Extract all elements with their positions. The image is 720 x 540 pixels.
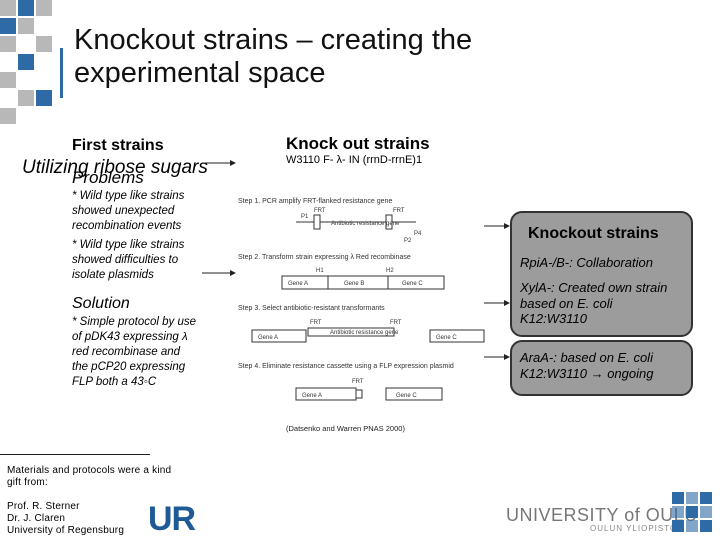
gene-c-label: Gene C: [396, 393, 417, 399]
university-sub-text: OULUN YLIOPISTO: [590, 524, 678, 533]
p2-label: P2: [404, 238, 412, 244]
contributors: Prof. R. Sterner Dr. J. Claren Universit…: [7, 501, 125, 536]
p1-label: P1: [301, 214, 309, 220]
utilizing-label: Utilizing ribose sugars: [22, 157, 208, 178]
araa-box: AraA-: based on E. coli K12:W3110 → ongo…: [510, 340, 693, 396]
footer-divider: [0, 454, 150, 455]
oulu-emblem-icon: [672, 492, 712, 532]
frt-label: FRT: [393, 208, 405, 214]
h2-label: H2: [386, 268, 394, 274]
xyla-text: XylA-: Created own strain based on E. co…: [520, 280, 668, 326]
box-title: Knockout strains: [528, 225, 659, 242]
citation: (Datsenko and Warren PNAS 2000): [286, 424, 405, 433]
page-title: Knockout strains – creating the experime…: [74, 24, 473, 89]
acknowledgement: Materials and protocols were a kind gift…: [7, 465, 172, 488]
rpia-text: RpiA-/B-: Collaboration: [520, 255, 653, 270]
gene-c-label: Gene C: [436, 335, 457, 341]
frt-label: FRT: [390, 320, 402, 326]
method-figure: Step 1. PCR amplify FRT-flanked resistan…: [238, 198, 485, 433]
problem-2: * Wild type like strains showed difficul…: [72, 239, 185, 281]
step2-label: Step 2. Transform strain expressing λ Re…: [238, 254, 411, 261]
gene-a-label: Gene A: [288, 281, 308, 287]
strain-label: W3110 F- λ- IN (rrnD-rrnE)1: [286, 154, 423, 166]
frt-label: FRT: [310, 320, 322, 326]
solution-text: * Simple protocol by use of pDK43 expres…: [72, 316, 197, 388]
gene-a-label: Gene A: [258, 335, 278, 341]
step1-label: Step 1. PCR amplify FRT-flanked resistan…: [238, 198, 392, 205]
first-strains-heading: First strains: [72, 137, 164, 154]
resistance-gene-label: Antibiotic resistance gene: [330, 330, 399, 336]
frt-label: FRT: [352, 379, 364, 385]
problems-heading: Problems: [72, 168, 144, 187]
university-logo-text: UNIVERSITY of OULU: [506, 505, 698, 525]
resistance-gene-label: Antibiotic resistance gene: [331, 221, 400, 227]
step3-label: Step 3. Select antibiotic-resistant tran…: [238, 305, 385, 312]
solution-heading: Solution: [72, 295, 130, 312]
arrows: [202, 160, 236, 276]
araa-text: AraA-: based on E. coli K12:W3110 → ongo…: [520, 350, 654, 381]
problem-1: * Wild type like strains showed unexpect…: [72, 190, 185, 232]
gene-c-label: Gene C: [402, 281, 423, 287]
gene-a-label: Gene A: [302, 393, 322, 399]
knockout-heading: Knock out strains: [286, 134, 430, 153]
step4-label: Step 4. Eliminate resistance cassette us…: [238, 363, 454, 370]
right-arrows: [484, 223, 510, 360]
ur-logo: UR: [148, 500, 196, 538]
knockout-strains-box: Knockout strains RpiA-/B-: Collaboration…: [510, 211, 693, 337]
frt-label: FRT: [314, 208, 326, 214]
p4-label: P4: [414, 231, 422, 237]
h1-label: H1: [316, 268, 324, 274]
gene-b-label: Gene B: [344, 281, 364, 287]
